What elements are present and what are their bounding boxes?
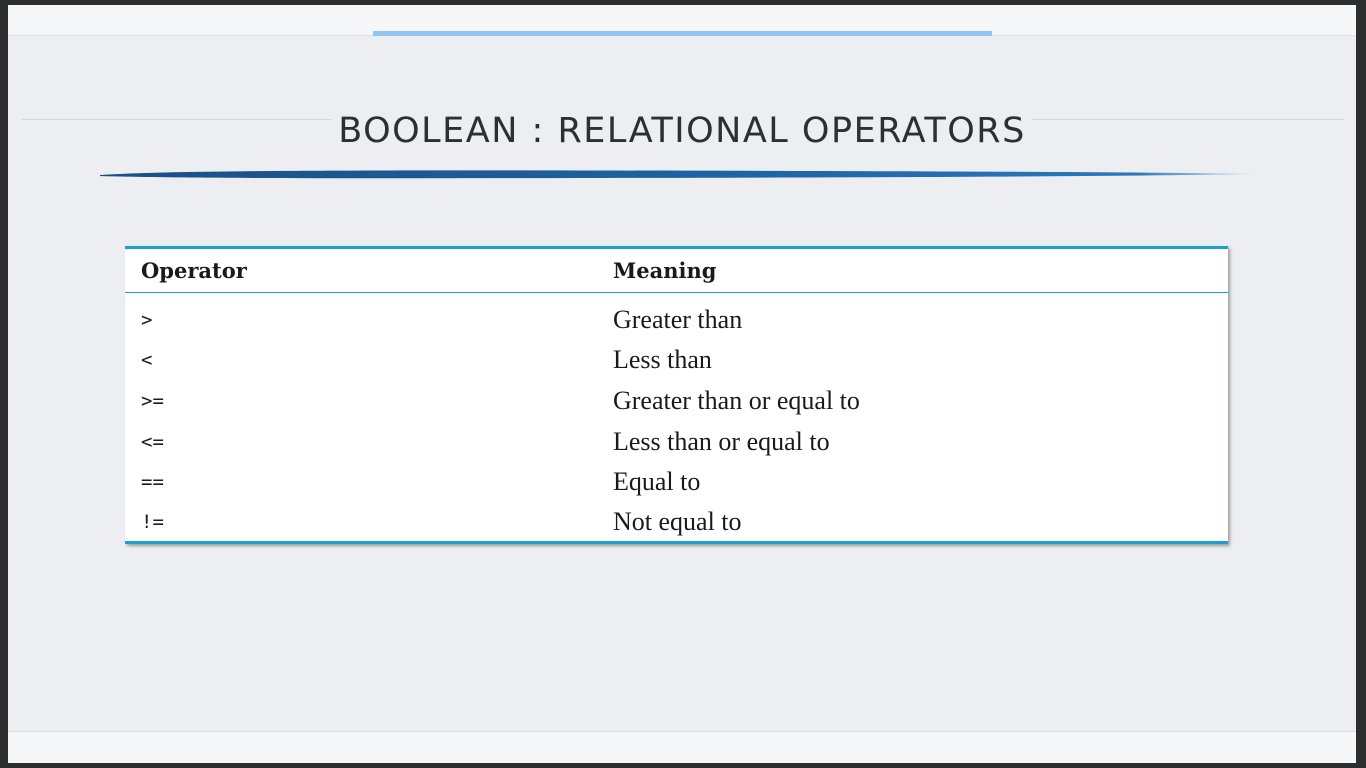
slide-title-container: BOOLEAN : RELATIONAL OPERATORS xyxy=(8,107,1356,155)
slide-title: BOOLEAN : RELATIONAL OPERATORS xyxy=(332,111,1032,151)
table-row: >= Greater than or equal to xyxy=(125,380,1228,420)
table-row: == Equal to xyxy=(125,461,1228,501)
operator-cell: >= xyxy=(141,390,164,412)
table-row: <= Less than or equal to xyxy=(125,421,1228,461)
slide-bottom-band xyxy=(8,731,1356,763)
table-row: < Less than xyxy=(125,339,1228,379)
top-accent-bar xyxy=(373,31,992,36)
meaning-cell: Less than xyxy=(613,345,712,374)
meaning-cell: Greater than xyxy=(613,305,743,334)
header-operator: Operator xyxy=(141,258,247,283)
meaning-cell: Greater than or equal to xyxy=(613,386,860,415)
meaning-cell: Not equal to xyxy=(613,507,742,536)
table-row: != Not equal to xyxy=(125,501,1228,541)
table-header-row: Operator Meaning xyxy=(125,249,1228,293)
meaning-cell: Equal to xyxy=(613,467,701,496)
operator-cell: != xyxy=(141,511,164,533)
operator-cell: < xyxy=(141,349,153,371)
operator-cell: == xyxy=(141,471,164,493)
header-meaning: Meaning xyxy=(613,258,717,283)
title-brush-underline xyxy=(100,170,1254,179)
meaning-cell: Less than or equal to xyxy=(613,427,830,456)
table-row: > Greater than xyxy=(125,299,1228,339)
operator-cell: > xyxy=(141,309,153,331)
operators-table: Operator Meaning > Greater than < Less t… xyxy=(125,246,1228,544)
operator-cell: <= xyxy=(141,431,164,453)
